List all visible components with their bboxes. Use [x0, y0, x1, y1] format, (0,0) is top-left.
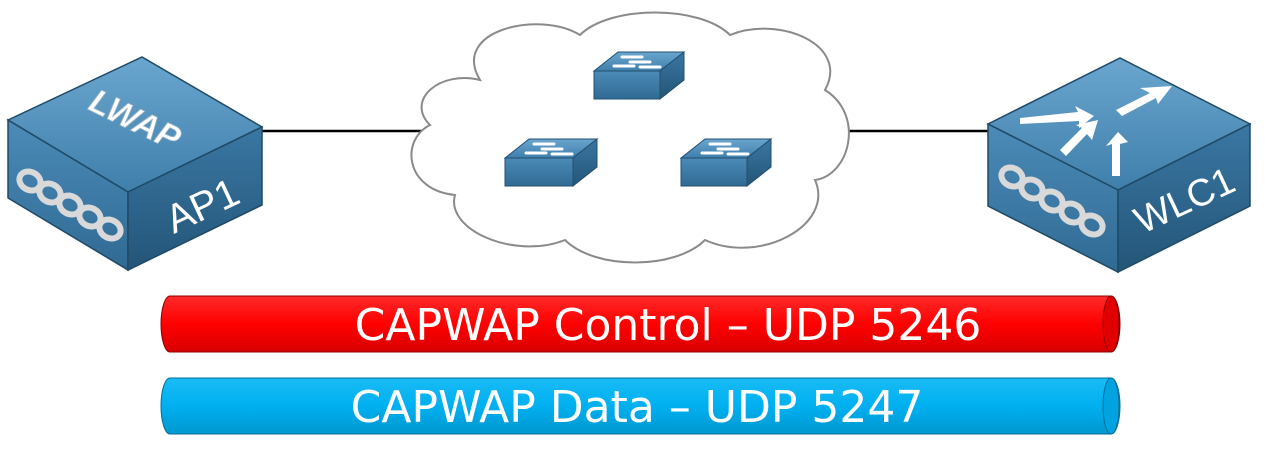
- switch-top: [592, 50, 686, 101]
- capwap-data-tunnel: CAPWAP Data – UDP 5247: [160, 377, 1121, 435]
- switch-arrows-icon: [700, 142, 750, 156]
- switch-arrows-icon: [612, 55, 662, 69]
- capwap-control-tunnel: CAPWAP Control – UDP 5246: [160, 295, 1121, 353]
- wlc-device: WLC1: [986, 57, 1252, 274]
- data-tunnel-label: CAPWAP Data – UDP 5247: [351, 382, 924, 433]
- antenna-chain-icon: [16, 168, 124, 242]
- antenna-chain-icon: [998, 164, 1106, 238]
- controller-arrows-icon: [1020, 86, 1172, 176]
- switch-left: [503, 137, 599, 188]
- network-cloud: [410, 11, 850, 264]
- control-tunnel-label: CAPWAP Control – UDP 5246: [355, 300, 982, 351]
- switch-arrows-icon: [524, 142, 574, 156]
- switch-right: [679, 137, 773, 188]
- ap-device: LWAP AP1: [6, 56, 264, 272]
